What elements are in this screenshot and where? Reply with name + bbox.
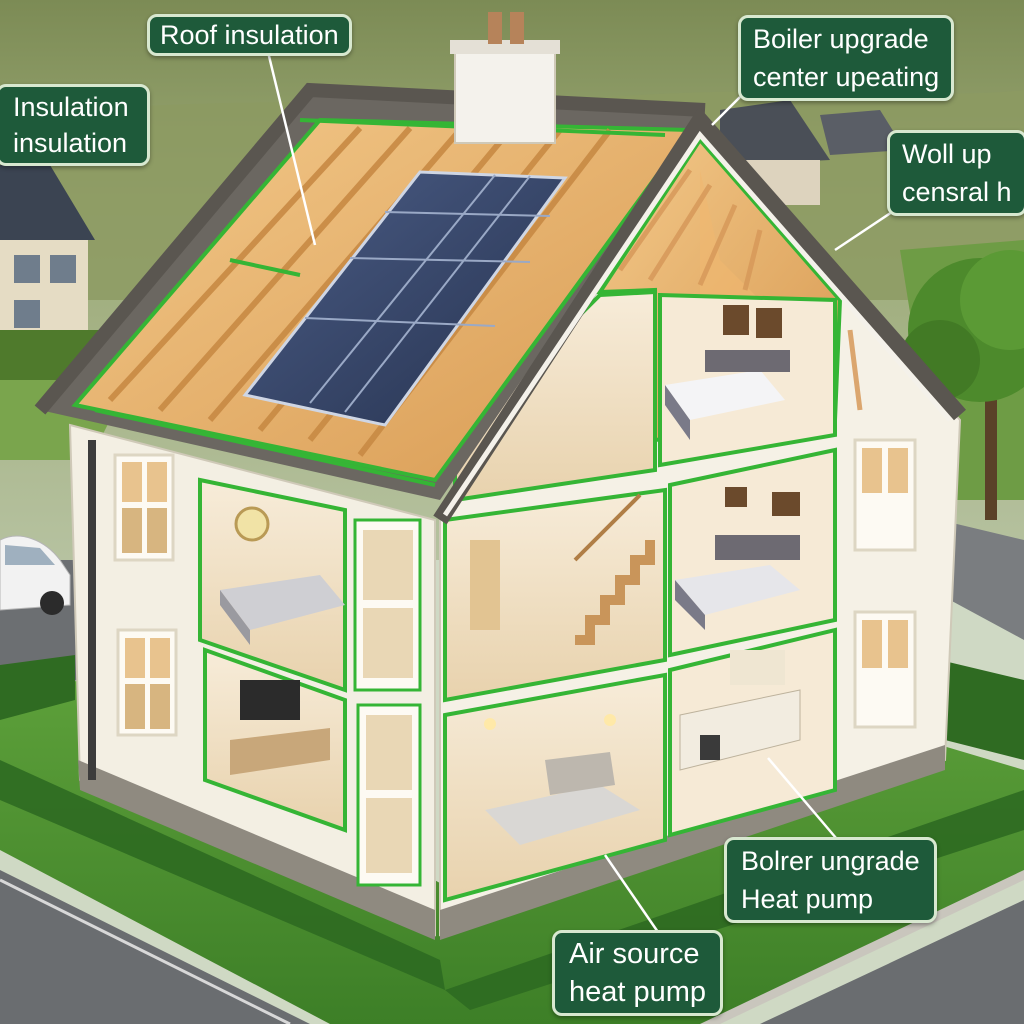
boiler-upgrade-top-line2: center upeating [753, 62, 940, 92]
bed-icon [485, 752, 640, 845]
wall-upgrade-line2: censral h [902, 177, 1012, 207]
chimney-icon [450, 12, 560, 144]
solar-panel-icon [242, 170, 568, 427]
staircase-icon [573, 493, 655, 645]
boiler-upgrade-top-line1: Boiler upgrade [753, 24, 929, 54]
tv-icon [230, 680, 330, 775]
bed-icon [665, 350, 790, 440]
roof-insulation-text: Roof insulation [160, 20, 339, 50]
tree-icon [900, 250, 1024, 520]
neighbour-house-left [0, 165, 95, 335]
wall-upgrade-label: Woll up censral h [887, 130, 1024, 216]
insulation-text-line1: Insulation [13, 92, 129, 122]
boiler-upgrade-top-label: Boiler upgrade center upeating [738, 15, 955, 101]
insulation-text-line2: insulation [13, 128, 128, 158]
air-source-heat-pump-label: Air source heat pump [552, 930, 724, 1016]
boiler-upgrade-bottom-line1: Bolrer ungrade [741, 846, 920, 876]
callout-leader-lines [266, 51, 896, 936]
bed-icon [675, 535, 800, 630]
left-cutaway-rooms [198, 477, 347, 833]
bed-icon [220, 575, 345, 645]
air-source-line2: heat pump [569, 976, 707, 1008]
boiler-upgrade-bottom-line2: Heat pump [741, 884, 874, 914]
drainpipe [88, 440, 96, 780]
roof-insulation-label: Roof insulation [147, 14, 352, 56]
car-icon [0, 535, 71, 615]
left-windows [88, 440, 422, 887]
right-cutaway-rooms [443, 136, 917, 903]
insulation-label: Insulation insulation [0, 84, 150, 166]
wall-upgrade-line1: Woll up [902, 139, 992, 169]
boiler-upgrade-bottom-label: Bolrer ungrade Heat pump [724, 837, 937, 923]
air-source-line1: Air source [569, 938, 700, 970]
kitchen-icon [679, 650, 801, 771]
